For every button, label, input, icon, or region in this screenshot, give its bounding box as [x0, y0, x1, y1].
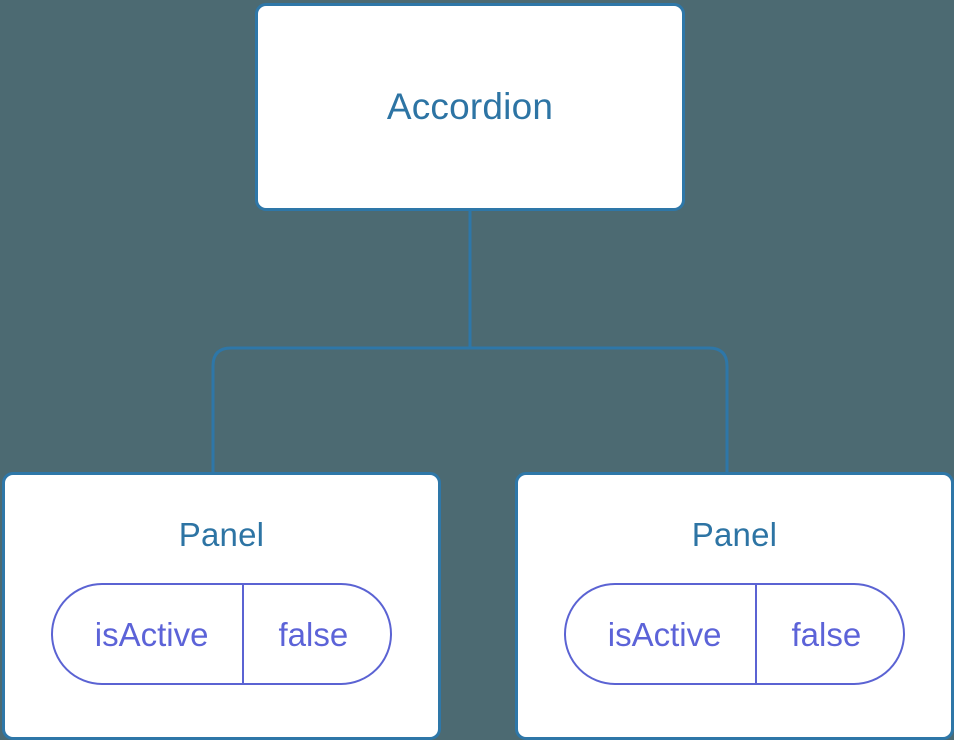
node-panel-right-title: Panel [691, 516, 778, 553]
node-accordion-title: Accordion [386, 85, 554, 127]
node-panel-left-title: Panel [178, 516, 265, 553]
prop-value-label: false [242, 585, 390, 684]
node-panel-left[interactable]: Panel isActive false [2, 472, 441, 740]
prop-pill-isactive-right[interactable]: isActive false [563, 583, 906, 686]
node-panel-right[interactable]: Panel isActive false [515, 472, 954, 740]
prop-pill-isactive-left[interactable]: isActive false [50, 583, 393, 686]
connector-to-panel-right [470, 346, 729, 474]
prop-value-label: false [755, 585, 903, 684]
prop-key-label: isActive [607, 615, 722, 653]
prop-key-label: isActive [94, 615, 209, 653]
connector-to-panel-left [211, 346, 470, 474]
node-accordion[interactable]: Accordion [255, 3, 685, 211]
